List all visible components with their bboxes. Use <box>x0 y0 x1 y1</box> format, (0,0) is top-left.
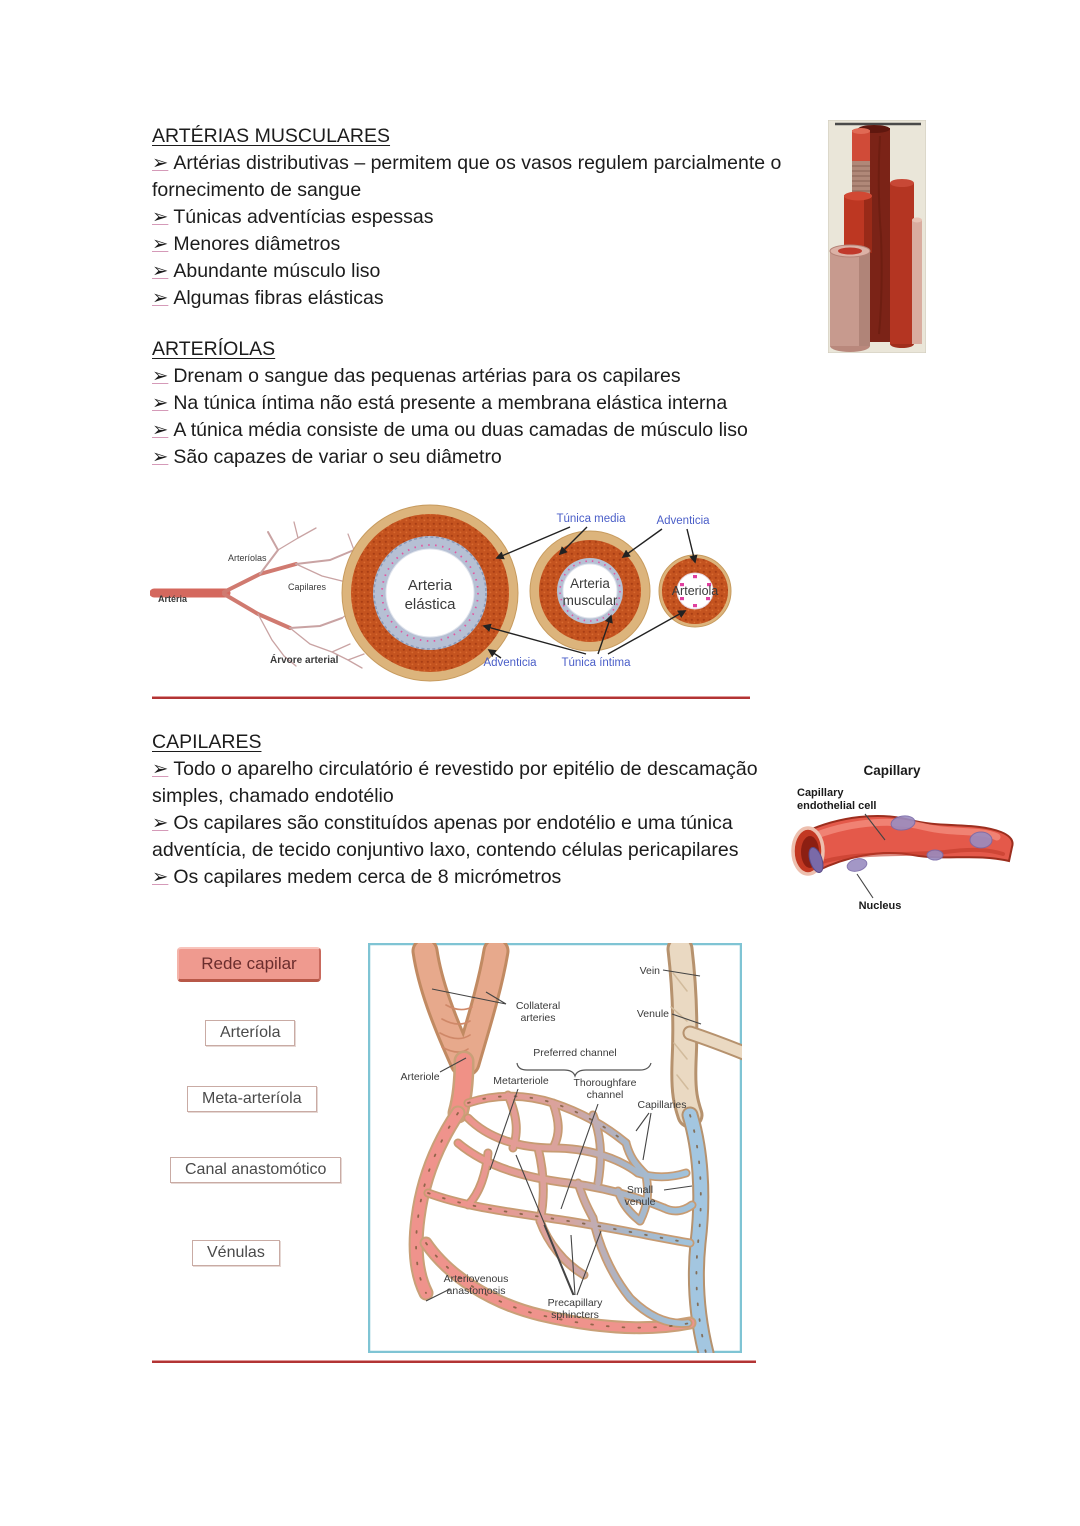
label-av-anastomosis-line2: anastomosis <box>447 1285 506 1297</box>
label-thoroughfare-line1: Thoroughfare <box>573 1077 636 1089</box>
label-capillaries: Capillaries <box>637 1099 686 1111</box>
bullet-arrow-icon: ➢ <box>152 866 169 888</box>
label-preferred-channel: Preferred channel <box>533 1047 616 1059</box>
bullet-item: ➢Na túnica íntima não está presente a me… <box>152 392 728 414</box>
bullet-arrow-icon: ➢ <box>152 446 169 468</box>
section-heading: ARTÉRIAS MUSCULARES <box>152 125 391 147</box>
label-metarteriole: Metarteriole <box>493 1075 549 1087</box>
label-av-anastomosis-line1: Arteriovenous <box>444 1273 509 1285</box>
bullet-arrow-icon: ➢ <box>152 233 169 255</box>
tree-label-capilares: Capilares <box>288 582 327 592</box>
capillary-title: Capillary <box>863 763 921 778</box>
section-capilares: CAPILARES ➢Todo o aparelho circulatório … <box>152 729 802 891</box>
bullet-item: ➢Menores diâmetros <box>152 233 341 255</box>
bullet-item: ➢Abundante músculo liso <box>152 260 381 282</box>
canal-anastomotico-box: Canal anastomótico <box>170 1157 342 1183</box>
label-collateral-line2: arteries <box>520 1012 555 1024</box>
section-heading: ARTERÍOLAS <box>152 338 276 360</box>
label-tunica-media: Túnica media <box>556 513 626 525</box>
arteriola-box: Arteríola <box>205 1020 296 1046</box>
label-collateral-line1: Collateral <box>516 1000 560 1012</box>
preferred-channel-brace <box>516 1062 652 1078</box>
muscular-artery-cross-section: Arteria muscular <box>529 530 651 652</box>
callout-arrows <box>482 526 698 659</box>
capillary-figure: Capillary Capillary endothelial cell Nuc… <box>791 763 1014 912</box>
bullet-item: ➢Os capilares medem cerca de 8 micrómetr… <box>152 866 562 888</box>
label-precapillary-line1: Precapillary <box>548 1297 604 1309</box>
label-arteria-elastica-line2: elástica <box>405 596 457 613</box>
bullet-arrow-icon: ➢ <box>152 365 169 387</box>
bullet-arrow-icon: ➢ <box>152 206 169 228</box>
label-small-venule-line2: venule <box>625 1196 656 1208</box>
venulas-box: Vénulas <box>192 1240 280 1266</box>
label-venule: Venule <box>637 1008 669 1020</box>
label-nucleus: Nucleus <box>859 900 902 912</box>
bullet-arrow-icon: ➢ <box>152 758 169 780</box>
label-endothelial-cell-line1: Capillary <box>797 787 844 799</box>
bullet-arrow-icon: ➢ <box>152 260 169 282</box>
bullet-item: ➢São capazes de variar o seu diâmetro <box>152 446 502 468</box>
arteriole-cross-section: Arteriola <box>658 554 732 628</box>
bullet-item: ➢A túnica média consiste de uma ou duas … <box>152 419 748 441</box>
bullet-item: ➢Os capilares são constituídos apenas po… <box>152 812 739 861</box>
bullet-item: ➢Algumas fibras elásticas <box>152 287 384 309</box>
label-thoroughfare-line2: channel <box>587 1089 624 1101</box>
section-arterias-musculares: ARTÉRIAS MUSCULARES ➢Artérias distributi… <box>152 123 802 312</box>
rede-capilar-box: Rede capilar <box>177 947 321 982</box>
tree-label-arteria: Artéria <box>158 594 188 604</box>
bullet-arrow-icon: ➢ <box>152 152 169 174</box>
bullet-item: ➢Artérias distributivas – permitem que o… <box>152 152 782 201</box>
label-adventicia-top: Adventicia <box>656 515 710 527</box>
bullet-item: ➢Todo o aparelho circulatório é revestid… <box>152 758 758 807</box>
elastic-artery-cross-section: Arteria elástica <box>341 504 519 682</box>
bullet-item: ➢Drenam o sangue das pequenas artérias p… <box>152 365 681 387</box>
bullet-arrow-icon: ➢ <box>152 287 169 309</box>
label-arteria-muscular-line1: Arteria <box>570 576 610 591</box>
muscular-artery-3d-image <box>828 120 926 353</box>
meta-arteriola-box: Meta-arteríola <box>187 1086 317 1112</box>
separator-line <box>152 696 750 699</box>
label-adventicia-bottom: Adventicia <box>483 657 537 669</box>
label-arteriole: Arteriole <box>400 1071 439 1083</box>
section-arteriolas: ARTERÍOLAS ➢Drenam o sangue das pequenas… <box>152 336 802 471</box>
vessel-cross-sections-figure: Artéria Arteríolas Capilares Árvore arte… <box>150 504 732 682</box>
bullet-arrow-icon: ➢ <box>152 812 169 834</box>
label-tunica-intima: Túnica íntima <box>561 657 631 669</box>
capillary-network-diagram: Vein Venule Collateral arteries Preferre… <box>368 943 742 1353</box>
label-arteria-muscular-line2: muscular <box>563 593 618 608</box>
label-vein: Vein <box>640 965 661 977</box>
label-arteria-elastica-line1: Arteria <box>408 577 453 594</box>
section-heading: CAPILARES <box>152 731 262 753</box>
bullet-arrow-icon: ➢ <box>152 419 169 441</box>
tree-label-arteriolas: Arteríolas <box>228 553 267 563</box>
bullet-item: ➢Túnicas adventícias espessas <box>152 206 434 228</box>
tree-caption: Árvore arterial <box>270 653 339 666</box>
label-precapillary-line2: sphincters <box>551 1309 599 1321</box>
label-endothelial-cell-line2: endothelial cell <box>797 800 876 812</box>
separator-line <box>152 1360 756 1363</box>
bullet-arrow-icon: ➢ <box>152 392 169 414</box>
label-small-venule-line1: Small <box>627 1184 653 1196</box>
label-arteriola: Arteriola <box>672 584 719 598</box>
